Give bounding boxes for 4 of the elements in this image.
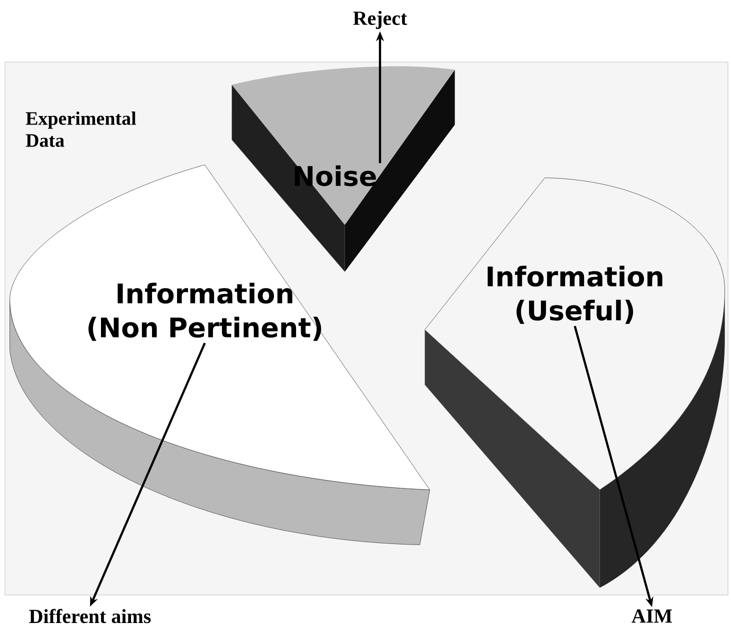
label: Reject [353, 10, 408, 30]
label: Different aims [29, 608, 151, 624]
pie-slice: Information (Useful) [424, 178, 725, 588]
label: AIM [632, 609, 672, 623]
